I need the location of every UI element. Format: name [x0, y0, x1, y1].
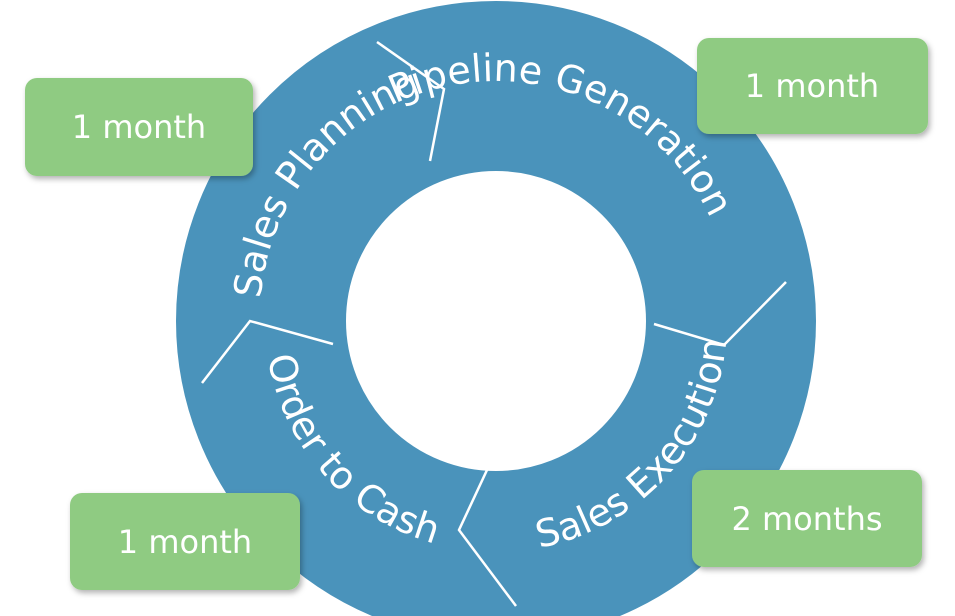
duration-badge-order-to-cash: 1 month — [70, 493, 300, 590]
divider-order-planning — [201, 319, 334, 384]
duration-badge-sales-execution: 2 months — [692, 470, 922, 567]
duration-badge-sales-planning: 1 month — [25, 78, 253, 176]
duration-text: 1 month — [745, 67, 879, 105]
duration-text: 1 month — [118, 523, 252, 561]
duration-text: 2 months — [731, 500, 882, 538]
divider-execution-order — [457, 454, 517, 607]
segment-dividers — [201, 40, 787, 607]
duration-text: 1 month — [72, 108, 206, 146]
divider-pipeline-execution — [653, 281, 787, 347]
divider-planning-pipeline — [376, 40, 446, 162]
duration-badge-pipeline-generation: 1 month — [697, 38, 928, 134]
cycle-ring — [176, 1, 816, 616]
